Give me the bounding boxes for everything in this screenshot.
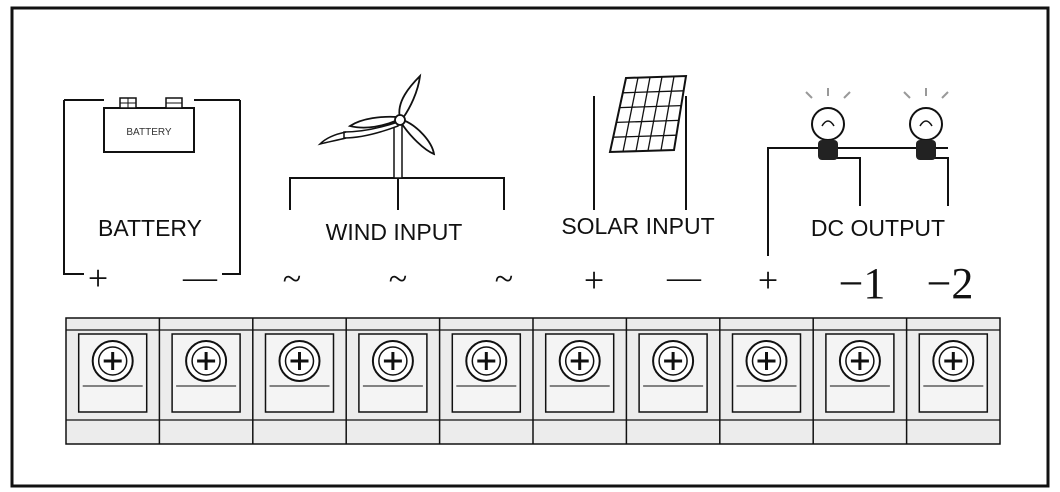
dc-output-positive-wire xyxy=(767,147,948,256)
battery-section: BATTERY BATTERY xyxy=(63,97,241,275)
light-bulb-icon xyxy=(805,88,851,160)
terminal-mark-battery-positive: + xyxy=(88,258,108,298)
terminal-mark-dc-positive: + xyxy=(758,260,778,300)
battery-wire-right xyxy=(222,100,241,275)
screw-terminal-icon xyxy=(158,318,241,444)
screw-terminal-icon xyxy=(905,318,989,444)
terminal-mark-dc-load2: −2 xyxy=(927,259,974,308)
screw-terminal-icon xyxy=(345,318,428,444)
battery-wire-left xyxy=(63,100,84,275)
battery-label: BATTERY xyxy=(98,215,202,241)
screw-terminal-icon xyxy=(532,318,615,444)
outer-frame xyxy=(10,6,1050,488)
terminal-mark-wind-1: ~ xyxy=(283,261,301,298)
terminal-mark-wind-3: ~ xyxy=(495,261,513,298)
dc-output-load2-wire xyxy=(926,157,949,206)
battery-icon-label: BATTERY xyxy=(126,127,172,138)
terminal-mark-solar-negative: — xyxy=(666,259,702,296)
wind-input-label: WIND INPUT xyxy=(326,219,463,245)
wind-section: WIND INPUT xyxy=(289,73,505,245)
dc-output-label: DC OUTPUT xyxy=(811,215,945,241)
screw-terminal-icon xyxy=(77,333,148,413)
screw-terminal-icon xyxy=(812,318,895,444)
terminal-mark-wind-2: ~ xyxy=(389,261,407,298)
screw-terminal-icon xyxy=(252,318,335,444)
light-bulb-icon xyxy=(903,88,949,160)
screw-terminal-icon xyxy=(625,318,708,444)
solar-panel-icon xyxy=(608,74,688,154)
terminal-mark-battery-negative: — xyxy=(182,259,218,296)
dc-output-section: DC OUTPUT xyxy=(767,88,949,256)
terminal-mark-dc-load1: −1 xyxy=(839,259,886,308)
solar-section: SOLAR INPUT xyxy=(561,74,715,239)
terminal-block-strip xyxy=(65,317,1001,445)
screw-terminal-icon xyxy=(719,318,802,444)
terminals xyxy=(77,318,989,444)
battery-icon: BATTERY xyxy=(103,97,195,153)
screw-terminal-icon xyxy=(438,318,522,444)
wind-turbine-icon xyxy=(317,73,436,179)
terminal-marks: + — ~ ~ ~ + — + −1 −2 xyxy=(88,258,974,308)
solar-input-label: SOLAR INPUT xyxy=(561,213,714,239)
dc-output-load1-wire xyxy=(828,157,861,206)
terminal-mark-solar-positive: + xyxy=(584,260,604,300)
